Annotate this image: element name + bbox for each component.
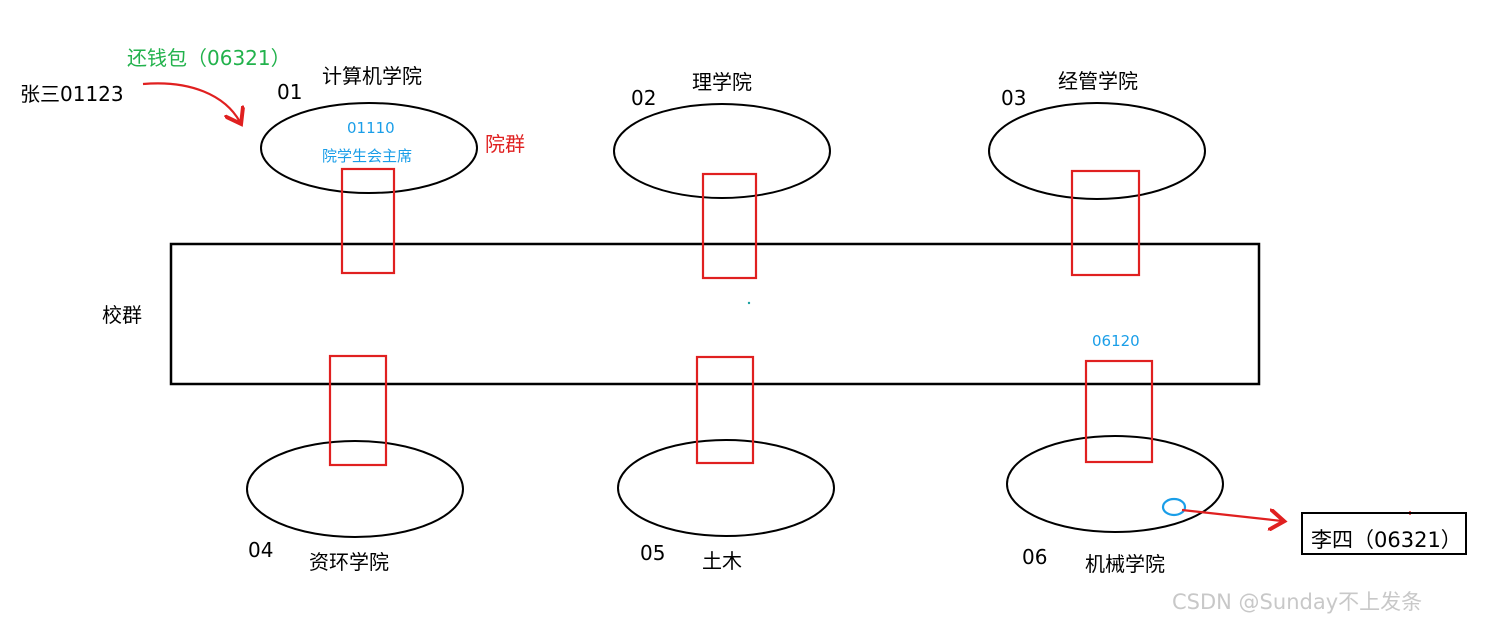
connector-03 bbox=[1070, 169, 1141, 277]
college-ellipse-03 bbox=[988, 102, 1206, 200]
user-bottom-box: 李四（06321） bbox=[1301, 512, 1467, 555]
user-top-action: 还钱包（06321） bbox=[127, 46, 291, 70]
college-num-06: 06 bbox=[1022, 545, 1048, 569]
college-num-05: 05 bbox=[640, 541, 666, 565]
arrow-top bbox=[142, 82, 240, 122]
college-group-label: 院群 bbox=[485, 132, 525, 156]
college-ellipse-06 bbox=[1006, 435, 1224, 533]
college-name-04: 资环学院 bbox=[309, 550, 389, 574]
college-num-03: 03 bbox=[1001, 86, 1027, 110]
school-group-box bbox=[169, 242, 1261, 386]
watermark: CSDN @Sunday不上发条 bbox=[1172, 590, 1423, 614]
connector-02 bbox=[701, 172, 758, 280]
college-num-02: 02 bbox=[631, 86, 657, 110]
school-group-label: 校群 bbox=[102, 303, 142, 327]
college-01-inner-id: 01110 bbox=[347, 119, 395, 137]
stray-dot bbox=[747, 301, 751, 305]
college-num-01: 01 bbox=[277, 80, 303, 104]
user-top-name: 张三01123 bbox=[20, 82, 124, 106]
connector-06-id: 06120 bbox=[1092, 332, 1140, 350]
connector-04 bbox=[328, 354, 388, 467]
user-bottom-label: 李四（06321） bbox=[1311, 528, 1462, 552]
college-name-03: 经管学院 bbox=[1058, 69, 1138, 93]
connector-01 bbox=[340, 167, 396, 275]
college-name-02: 理学院 bbox=[692, 70, 752, 94]
college-num-04: 04 bbox=[248, 538, 274, 562]
connector-06 bbox=[1084, 359, 1154, 464]
college-name-05: 土木 bbox=[702, 549, 742, 573]
college-01-inner-role: 院学生会主席 bbox=[322, 147, 413, 165]
college-ellipse-04 bbox=[246, 440, 464, 538]
college-name-01: 计算机学院 bbox=[322, 64, 422, 88]
connector-05 bbox=[695, 355, 755, 465]
college-ellipse-05 bbox=[617, 439, 835, 537]
member-marker-circle bbox=[1161, 497, 1187, 517]
college-name-06: 机械学院 bbox=[1085, 552, 1165, 576]
arrow-bottom bbox=[1181, 510, 1282, 521]
college-ellipse-01 bbox=[260, 102, 478, 194]
college-ellipse-02 bbox=[613, 103, 831, 199]
